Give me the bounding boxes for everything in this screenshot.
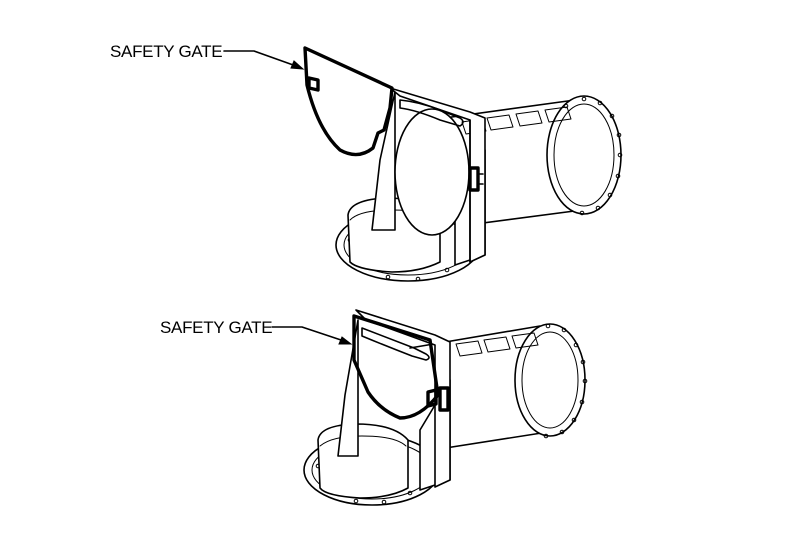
leader-line-top <box>223 50 297 67</box>
arrowhead-bottom <box>338 336 353 345</box>
callout-label-top: SAFETY GATE <box>110 42 222 61</box>
safety-gate-open <box>303 46 394 157</box>
callout-top: SAFETY GATE <box>110 42 305 70</box>
callout-label-bottom: SAFETY GATE <box>160 318 272 337</box>
flange-bolts-bottom <box>543 323 588 439</box>
callout-bottom: SAFETY GATE <box>160 318 353 345</box>
arrowhead-top <box>290 60 305 70</box>
top-assembly <box>303 46 623 282</box>
tube-bottom <box>409 323 588 453</box>
leader-line-bottom <box>271 326 345 342</box>
flange-bolts-top <box>563 96 623 216</box>
tube-top <box>429 95 623 229</box>
safety-gate-closed <box>352 314 440 420</box>
tube-slots-bottom <box>455 332 539 357</box>
bottom-assembly <box>303 309 588 506</box>
